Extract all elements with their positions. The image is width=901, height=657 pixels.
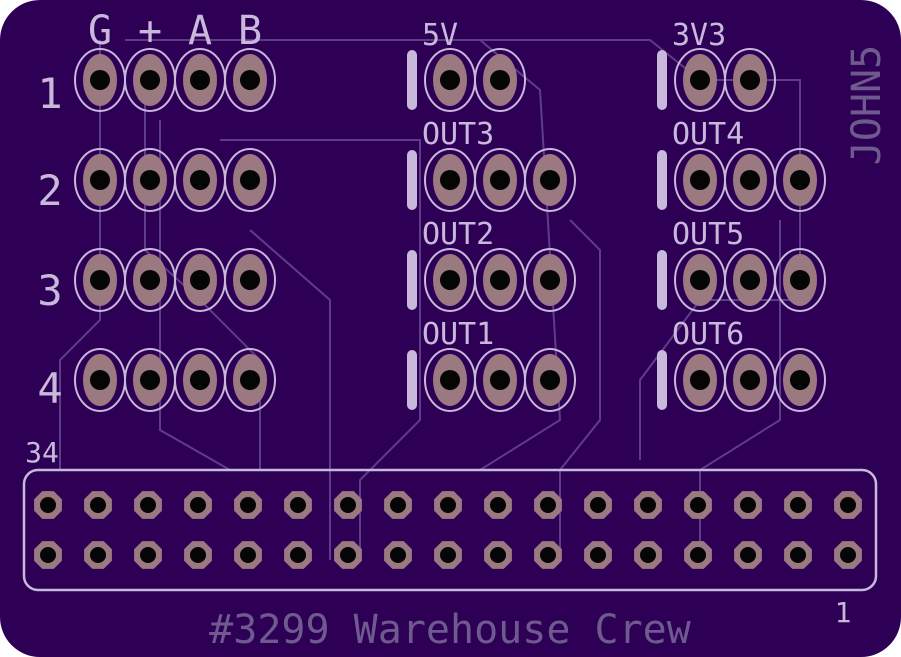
connector-pin [784, 491, 812, 519]
header-label-a: A [188, 8, 212, 54]
connector-outline [22, 468, 878, 592]
connector-pin [734, 491, 762, 519]
connector-pin [734, 541, 762, 569]
output-pad [674, 348, 726, 412]
header-pad [174, 348, 226, 412]
pads-layer [34, 48, 862, 569]
row-label-2: 2 [37, 166, 62, 215]
label-3v3: 3V3 [672, 18, 726, 53]
connector-pin [84, 541, 112, 569]
header-labels: G + A B [88, 8, 262, 54]
output-pad [724, 248, 776, 312]
connector-pin [584, 491, 612, 519]
connector-pin [384, 541, 412, 569]
row-label-1: 1 [37, 69, 62, 118]
connector-pin [534, 541, 562, 569]
pin1-indicator-bar [657, 50, 667, 110]
header-label-b: B [238, 8, 262, 54]
output-pad [724, 48, 776, 112]
connector-pin [484, 541, 512, 569]
header-pad [124, 48, 176, 112]
pin1-indicator-bar [657, 150, 667, 210]
output-pad [524, 348, 576, 412]
header-pad [224, 348, 276, 412]
row-label-4: 4 [37, 364, 62, 413]
connector-pin [484, 491, 512, 519]
pin1-indicator-bar [657, 250, 667, 310]
connector-pin [684, 541, 712, 569]
output-pad [474, 348, 526, 412]
label-out6: OUT6 [672, 317, 744, 352]
header-pad [74, 348, 126, 412]
label-out5: OUT5 [672, 217, 744, 252]
header-label-g: G [88, 8, 112, 54]
row-labels: 1 2 3 4 [37, 69, 62, 413]
label-5v: 5V [422, 18, 458, 53]
connector-pin [584, 541, 612, 569]
connector-pin [384, 491, 412, 519]
row-label-3: 3 [37, 266, 62, 315]
connector-pin [84, 491, 112, 519]
header-pad [224, 148, 276, 212]
connector-pin [634, 541, 662, 569]
connector-pin [234, 541, 262, 569]
output-pad [524, 248, 576, 312]
header-pad [174, 48, 226, 112]
connector-pin [834, 491, 862, 519]
connector-pin [334, 491, 362, 519]
connector-pin [184, 541, 212, 569]
connector-pin-first-label: 1 [835, 596, 852, 629]
pin1-indicator-bar [407, 250, 417, 310]
output-pad [774, 148, 826, 212]
header-label-plus: + [138, 8, 162, 54]
output-pad [424, 248, 476, 312]
label-out3: OUT3 [422, 117, 494, 152]
connector-pin-last-label: 34 [25, 436, 59, 469]
connector-pin [134, 491, 162, 519]
connector-pin [634, 491, 662, 519]
output-pad [674, 48, 726, 112]
output-pad [424, 48, 476, 112]
footer-label: #3299 Warehouse Crew [209, 607, 692, 653]
connector-pin [784, 541, 812, 569]
pin1-indicator-bar [407, 150, 417, 210]
pin1-indicator-bar [407, 350, 417, 410]
connector-pin [234, 491, 262, 519]
label-out2: OUT2 [422, 217, 494, 252]
connector-pin [534, 491, 562, 519]
connector-pin [34, 491, 62, 519]
connector-pin [684, 491, 712, 519]
connector-pin [334, 541, 362, 569]
output-pad [774, 348, 826, 412]
label-out4: OUT4 [672, 117, 744, 152]
pin1-indicator-bar [657, 350, 667, 410]
output-pad [474, 48, 526, 112]
connector-pin [34, 541, 62, 569]
output-pad [724, 148, 776, 212]
connector-pin [434, 541, 462, 569]
output-pad [524, 148, 576, 212]
connector-pin [834, 541, 862, 569]
header-pad [174, 148, 226, 212]
connector-pin [434, 491, 462, 519]
header-pad [124, 248, 176, 312]
output-pad [774, 248, 826, 312]
output-pad [424, 348, 476, 412]
connector-pin [184, 491, 212, 519]
pin1-indicator-bar [407, 50, 417, 110]
connector-pin [284, 491, 312, 519]
connector-pin [284, 541, 312, 569]
output-labels: 5V OUT3 OUT2 OUT1 3V3 OUT4 OUT5 OUT6 [422, 18, 744, 352]
connector-pin [134, 541, 162, 569]
header-pad [224, 248, 276, 312]
side-label-john5: JOHN5 [844, 45, 890, 165]
header-pad [224, 48, 276, 112]
label-out1: OUT1 [422, 317, 494, 352]
